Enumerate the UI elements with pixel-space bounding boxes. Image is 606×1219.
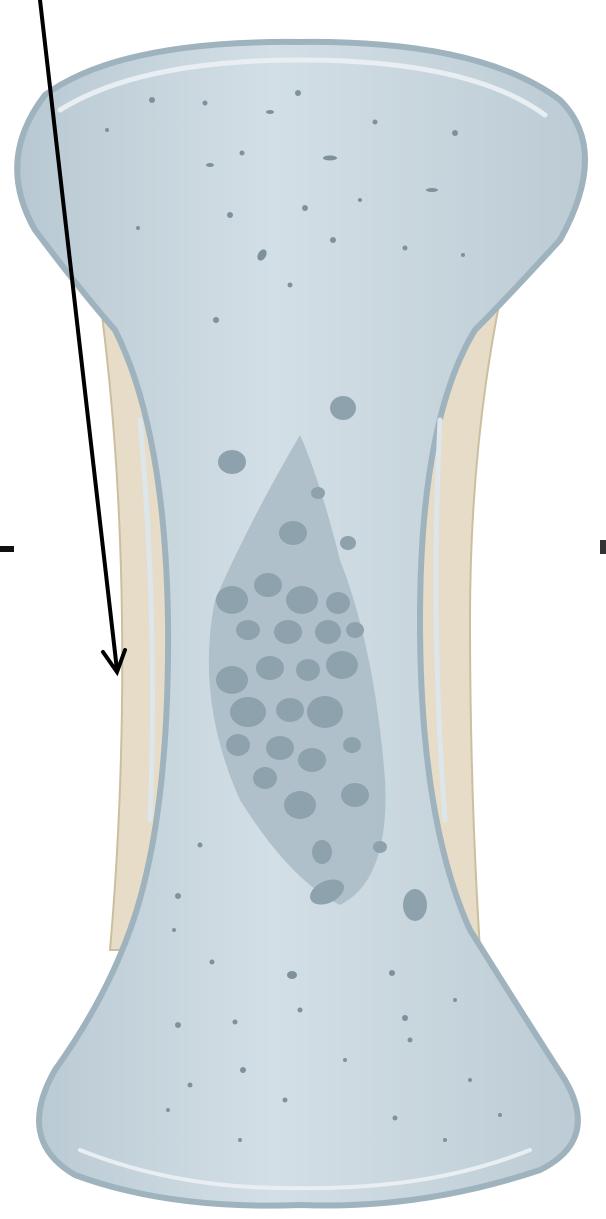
- left-margin-mark: [0, 546, 14, 552]
- right-margin-mark: [600, 540, 606, 554]
